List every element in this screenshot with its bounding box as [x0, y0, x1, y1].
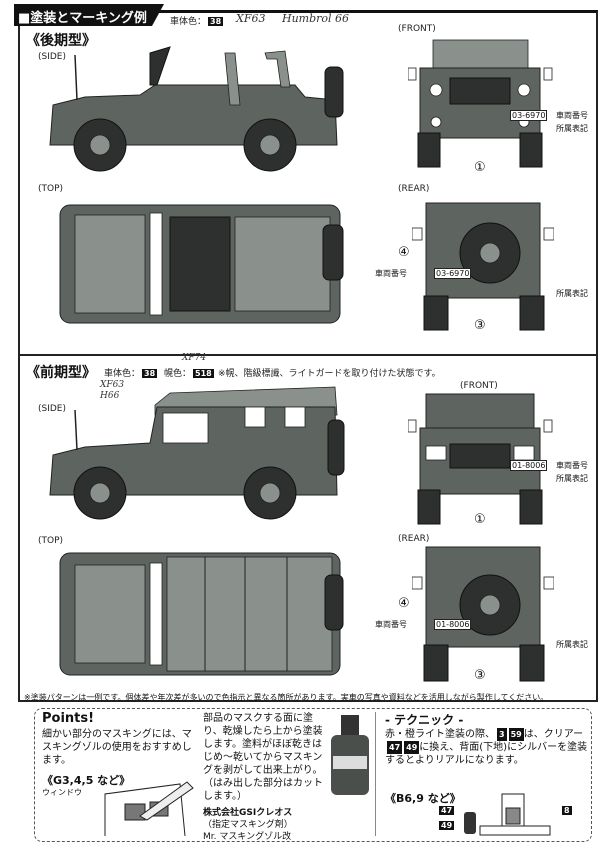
points-instructions: 部品のマスクする面に塗り、乾燥したら上から塗装します。塗料がほぼ乾きはじめ～乾い… — [203, 713, 323, 802]
late-front-view — [408, 39, 553, 168]
product-label: （指定マスキング剤） — [203, 820, 293, 830]
part-chip: 49 — [439, 821, 455, 830]
top-view-label: (TOP) — [38, 536, 64, 546]
plate-label: 車両番号 — [556, 111, 588, 120]
plate-label: 車両番号 — [375, 269, 407, 278]
unit-label: 所属表記 — [556, 289, 588, 298]
top-view-label: (TOP) — [38, 184, 64, 194]
part-chip: 8 — [562, 806, 572, 815]
part-chip: 59 — [508, 728, 524, 741]
front-plate: 03-6970 — [510, 110, 548, 121]
early-body-color: 車体色：38 — [104, 366, 158, 379]
marker-4: ④ — [398, 245, 410, 260]
tips-divider — [375, 712, 376, 836]
technique-ref: 《B6,9 など》 — [385, 792, 461, 805]
early-front-view — [408, 393, 553, 525]
side-view-label: (SIDE) — [38, 52, 67, 62]
early-side-view — [49, 386, 345, 520]
marker-4: ④ — [398, 596, 410, 611]
marker-3: ③ — [474, 318, 486, 333]
marker-1: ① — [474, 512, 486, 527]
plate-label: 車両番号 — [556, 461, 588, 470]
late-side-view — [49, 46, 344, 172]
side-view-label: (SIDE) — [38, 404, 67, 414]
front-view-label: (FRONT) — [460, 381, 498, 391]
unit-label: 所属表記 — [556, 124, 588, 133]
part-chip: 3 — [497, 728, 507, 741]
part-chip: 47 — [439, 806, 455, 815]
color-chip: 49 — [404, 741, 420, 754]
color-code-chip: 38 — [208, 17, 224, 26]
early-top-view — [59, 552, 344, 676]
points-title: Points! — [42, 711, 95, 726]
handwritten-note: Humbrol 66 — [282, 12, 350, 25]
front-view-label: (FRONT) — [398, 24, 436, 34]
handwritten-note: XF74 — [182, 353, 207, 363]
canopy-color-label: 幌色： — [164, 369, 192, 379]
points-text: 細かい部分のマスキングには、マスキングゾルの使用をおすすめします。 — [42, 729, 192, 766]
tips-box — [34, 708, 592, 842]
late-body-color: 車体色：38 — [170, 14, 224, 27]
section-header: ■塗装とマーキング例 — [14, 4, 164, 26]
section-divider — [18, 354, 598, 356]
rear-plate: 03-6970 — [434, 268, 472, 279]
color-code-chip: 518 — [193, 369, 214, 378]
technique-title: - テクニック - — [385, 713, 464, 727]
unit-label: 所属表記 — [556, 640, 588, 649]
technique-text-a: 赤・橙ライト塗装の際、 — [385, 729, 495, 740]
color-code-chip: 38 — [142, 369, 158, 378]
masking-sol-bottle — [331, 715, 369, 795]
early-note: ※幌、階級標識、ライトガードを取り付けた状態です。 — [218, 369, 441, 379]
handwritten-note: XF63 — [100, 380, 125, 390]
plate-label: 車両番号 — [375, 620, 407, 629]
body-color-label: 車体色： — [170, 17, 207, 27]
late-type-title: 《後期型》 — [26, 33, 96, 49]
handwritten-note: H66 — [100, 391, 120, 401]
early-rear-view — [412, 546, 554, 682]
body-color-label: 車体色： — [104, 369, 141, 379]
handwritten-note: XF63 — [236, 12, 266, 25]
marking-frame — [18, 10, 598, 702]
front-plate: 01-8006 — [510, 460, 548, 471]
masking-illustration — [104, 781, 194, 836]
early-canopy-color: 幌色：518 — [164, 366, 214, 379]
early-type-title: 《前期型》 — [26, 365, 96, 381]
marker-1: ① — [474, 160, 486, 175]
maker-name: 株式会社GSIクレオス — [203, 808, 293, 818]
points-ref-sub: ウィンドウ — [42, 788, 82, 797]
rear-view-label: (REAR) — [398, 534, 430, 544]
product-name: Mr. マスキングゾル改 — [203, 832, 292, 842]
footnote: ※塗装パターンは一例です。個体差や年次差が多いので色指示と異なる箇所があります。… — [24, 693, 549, 702]
late-top-view — [59, 204, 344, 324]
technique-text-c: に換え、背面(下地)にシルバーを塗装するとよりリアルになります。 — [385, 742, 588, 766]
late-rear-view — [412, 202, 554, 331]
rear-view-label: (REAR) — [398, 184, 430, 194]
rear-plate: 01-8006 — [434, 619, 472, 630]
light-illustration — [464, 793, 551, 836]
unit-label: 所属表記 — [556, 474, 588, 483]
technique-text-b: は、クリアー — [523, 729, 584, 740]
color-chip: 47 — [387, 741, 403, 754]
marker-3: ③ — [474, 668, 486, 683]
points-ref: 《G3,4,5 など》 — [42, 774, 131, 787]
